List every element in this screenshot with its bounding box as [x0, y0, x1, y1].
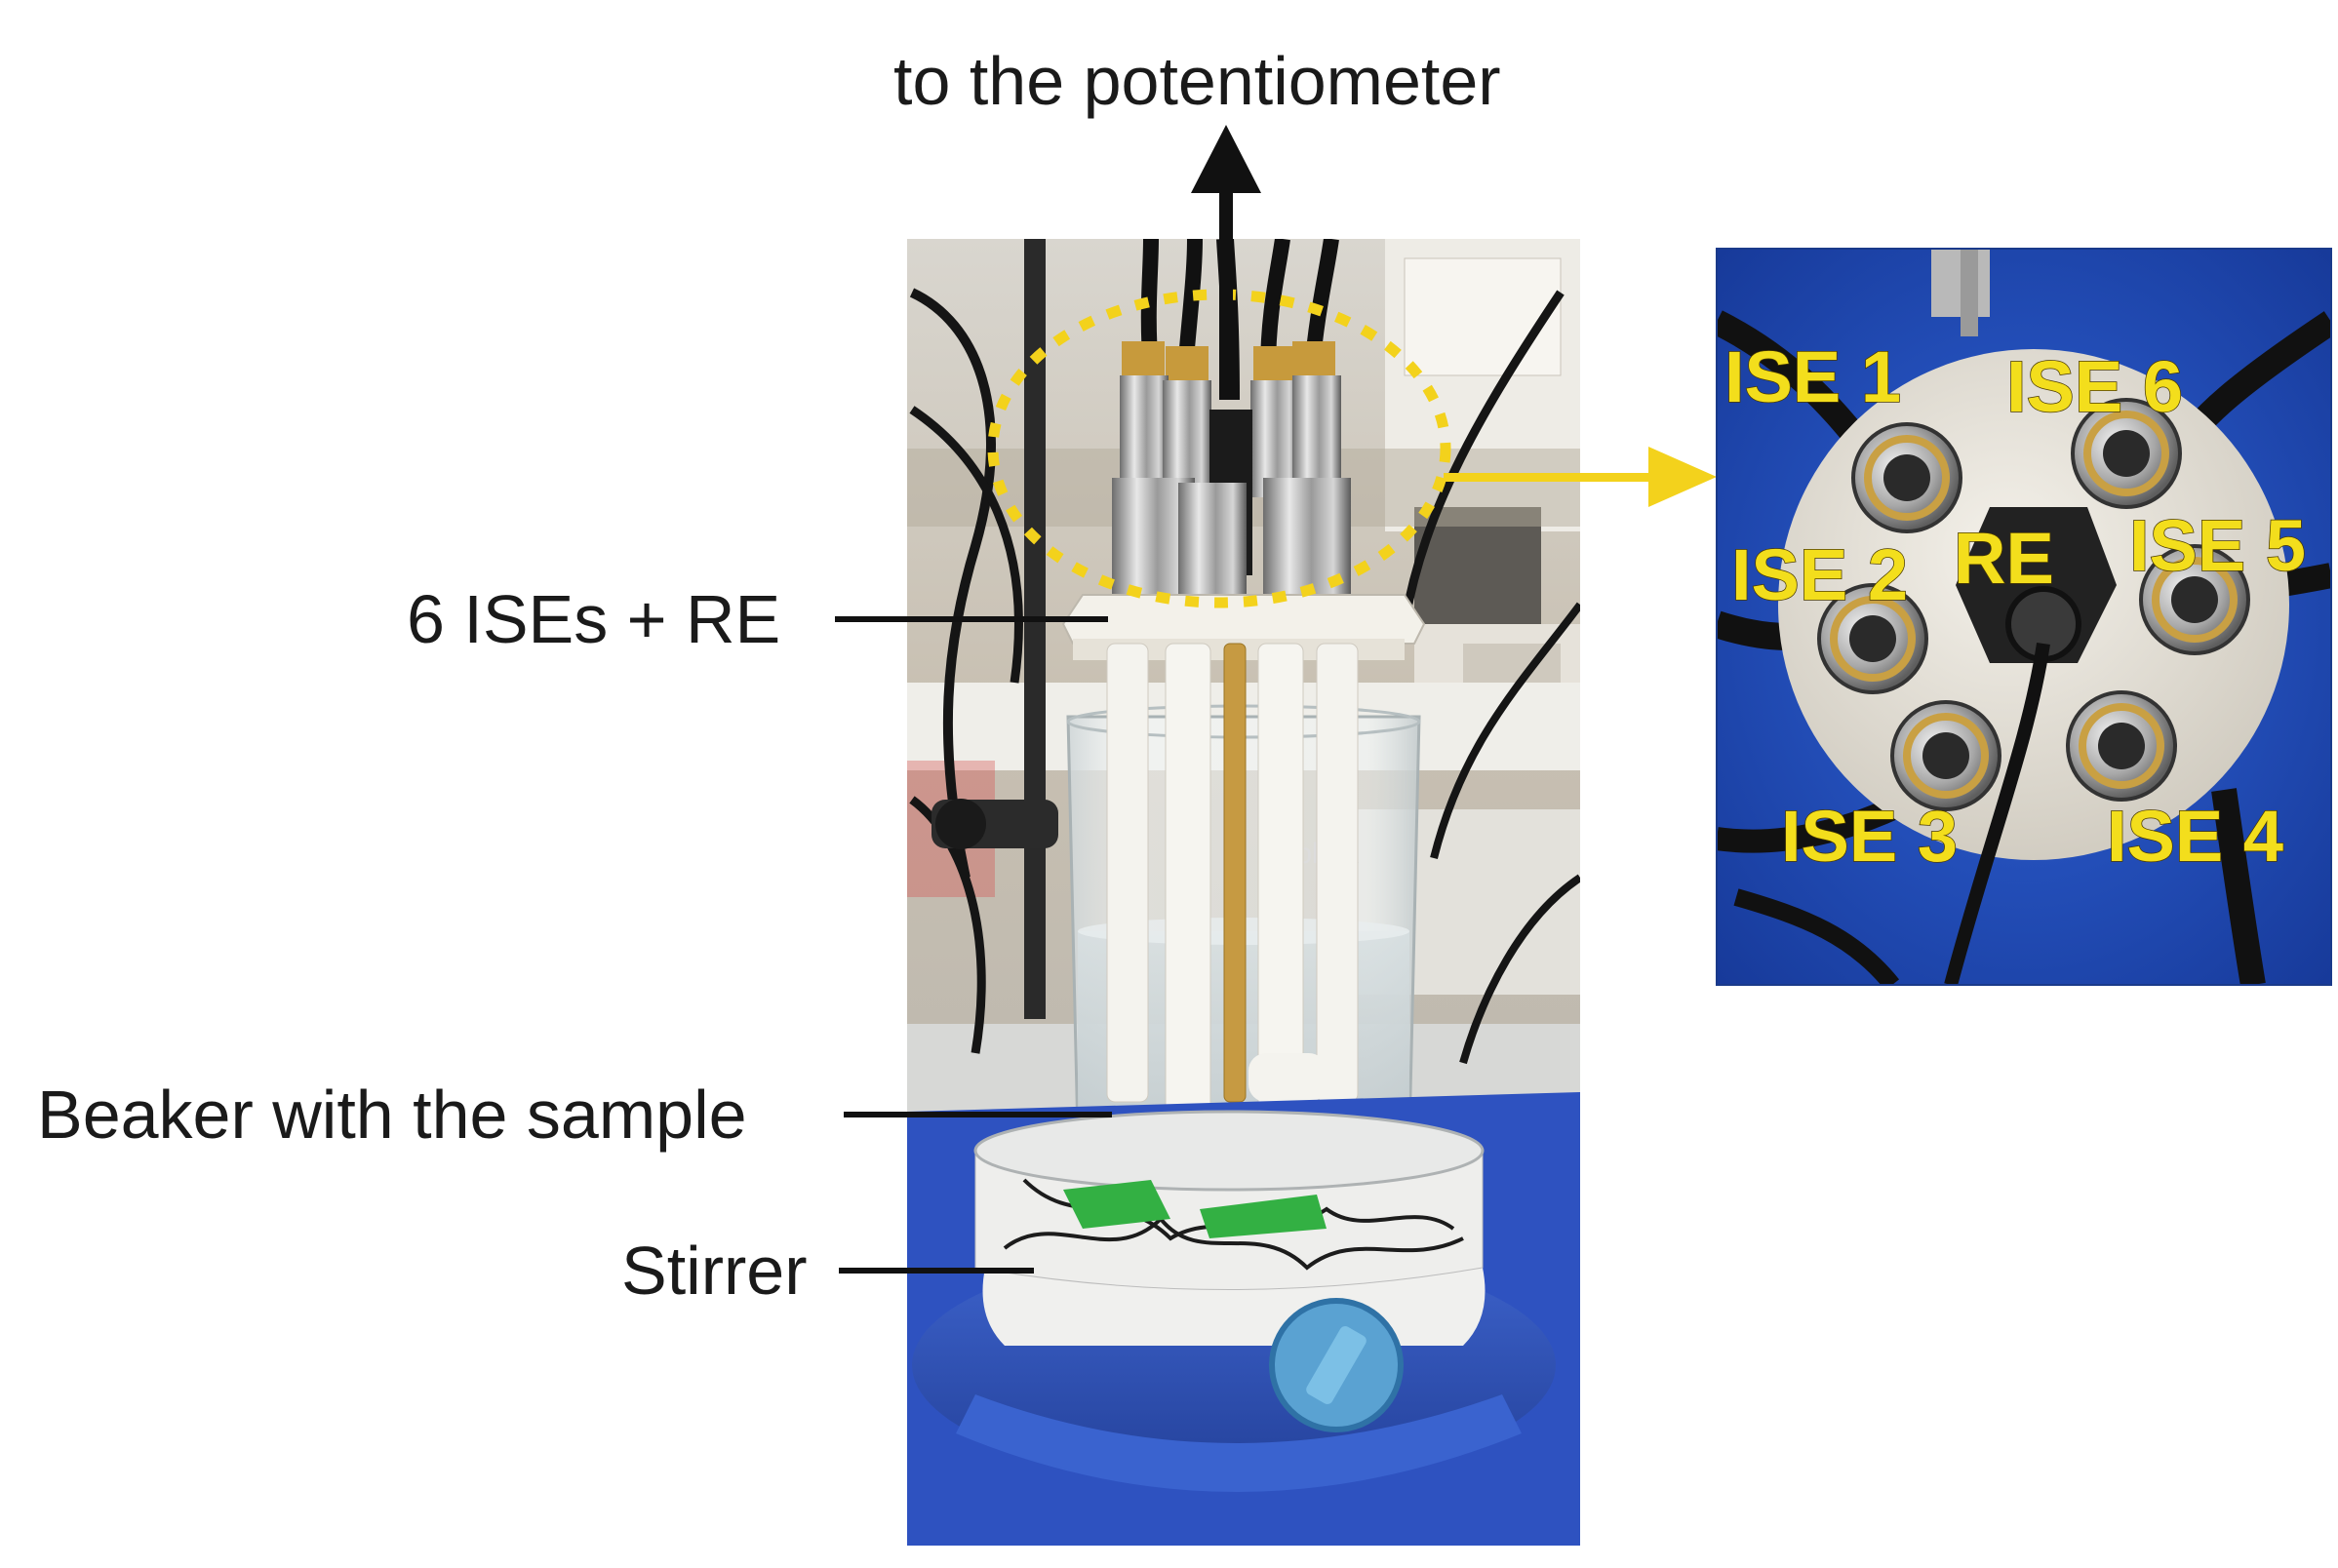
- inset-connectors: [1817, 398, 2250, 811]
- stirrer: [907, 1092, 1580, 1546]
- setup-photo: labbox: [907, 239, 1580, 1546]
- label-ise-2: ISE 2: [1731, 534, 1908, 615]
- label-beaker: Beaker with the sample: [37, 1077, 747, 1153]
- label-ise-6: ISE 6: [2006, 346, 2183, 427]
- label-to-potentiometer: to the potentiometer: [893, 43, 1501, 119]
- inset-arrow: [1444, 447, 1717, 507]
- label-ise-5: ISE 5: [2129, 505, 2306, 586]
- electrode-connectors: [1112, 341, 1351, 595]
- label-stirrer: Stirrer: [621, 1233, 808, 1309]
- label-ise-1: ISE 1: [1724, 336, 1901, 417]
- potentiometer-arrow: [1191, 125, 1261, 400]
- label-ise-4: ISE 4: [2107, 796, 2283, 877]
- label-re: RE: [1954, 518, 2054, 599]
- top-view-inset: ISE 1 ISE 6 ISE 2 RE ISE 5 ISE 3 ISE 4: [1717, 249, 2331, 985]
- label-electrodes: 6 ISEs + RE: [407, 581, 781, 657]
- highlight-circle: [987, 289, 1451, 608]
- leader-lines: [835, 616, 1112, 1274]
- electrode-bodies: [1106, 643, 1359, 1132]
- label-ise-3: ISE 3: [1781, 796, 1958, 877]
